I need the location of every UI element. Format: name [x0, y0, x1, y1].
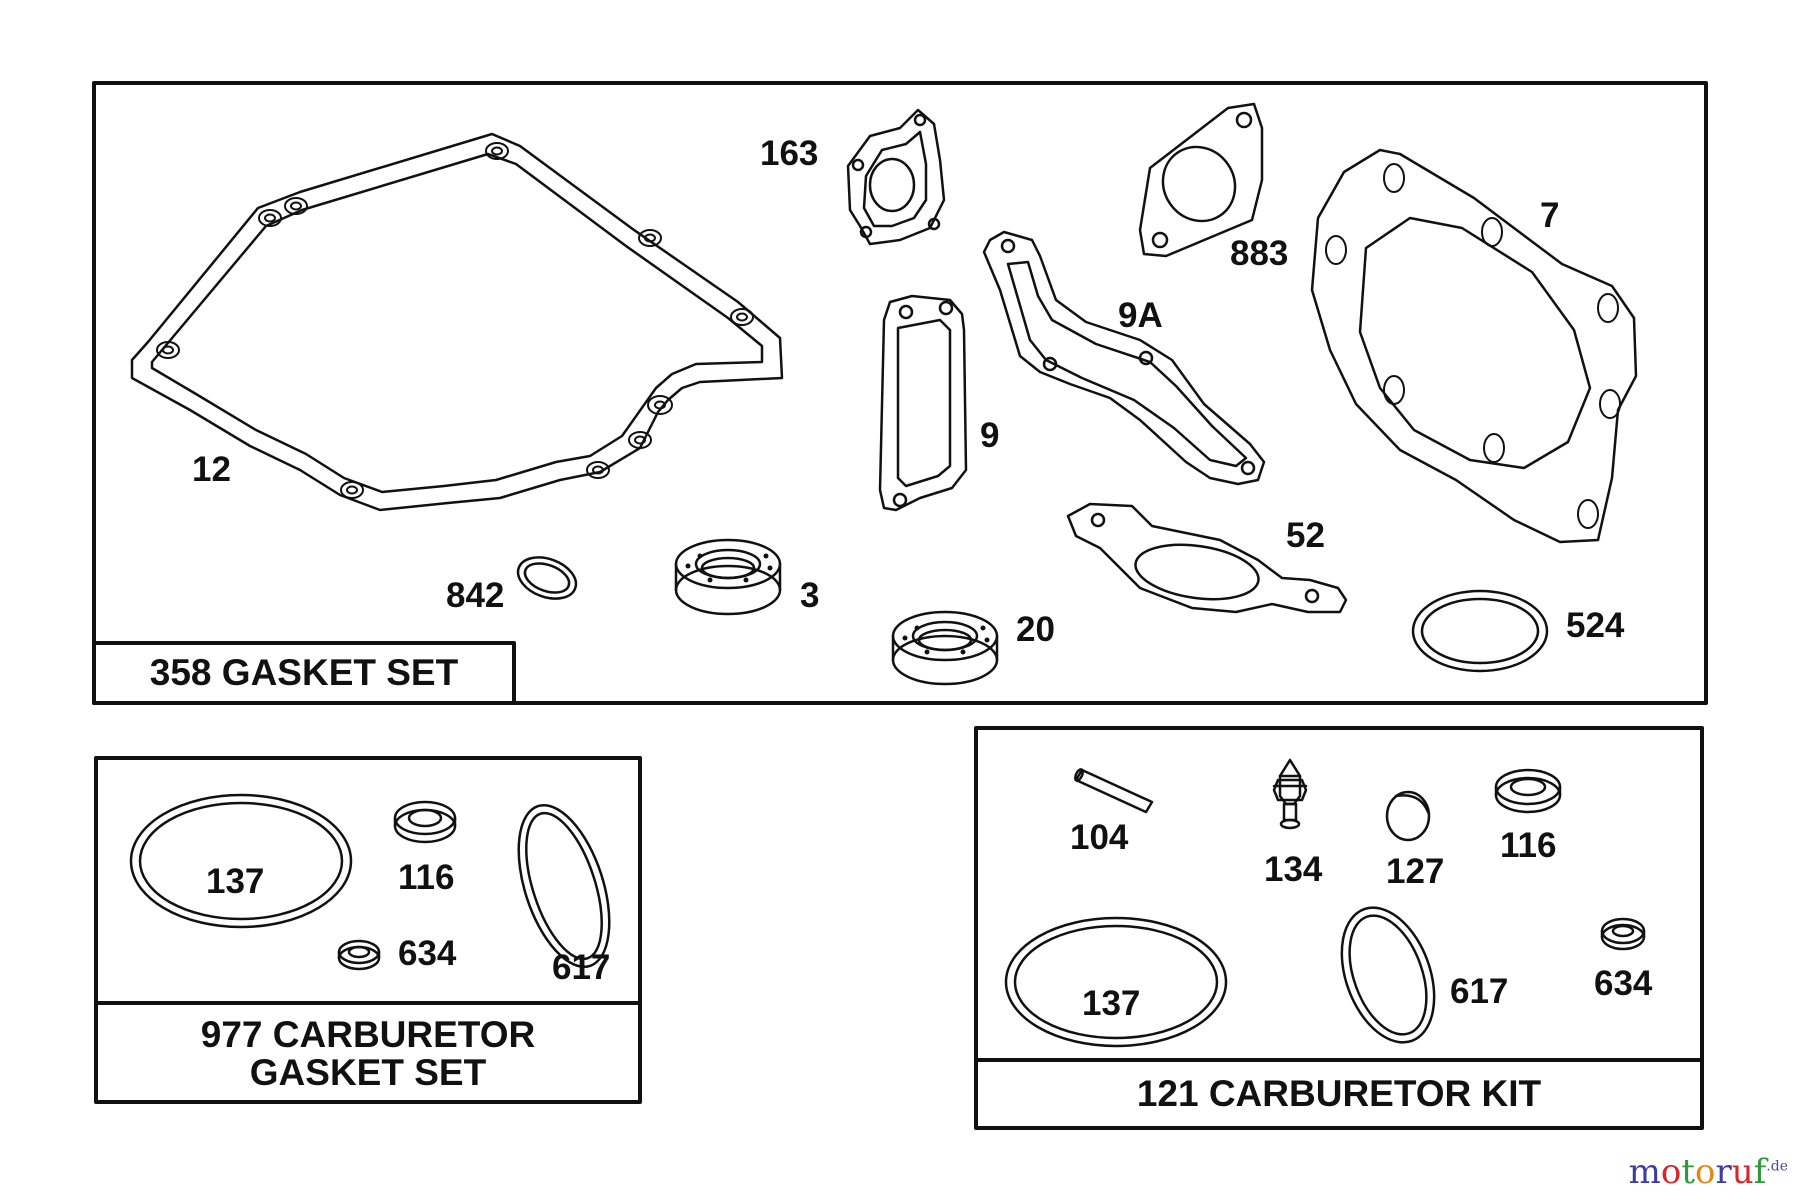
carb-gasket-set-panel-frame: [94, 756, 642, 1104]
label-carb-kit-part-104: 104: [1070, 818, 1129, 857]
carb-kit-part-617-ring: [1340, 906, 1436, 1044]
carb-kit-part-134-needle: [1272, 758, 1308, 830]
carb-kit-part-137-ring: [1004, 916, 1228, 1048]
label-carb-kit-part-617: 617: [1450, 972, 1509, 1011]
watermark-letter: o: [1695, 1152, 1716, 1192]
carb-gasket-set-part-617-ring: [517, 803, 611, 969]
part-163-gasket: [846, 108, 946, 246]
watermark-letter: o: [1660, 1152, 1682, 1192]
label-part-9a: 9A: [1118, 296, 1163, 335]
label-part-20: 20: [1016, 610, 1055, 649]
carb-gasket-set-title-line2: GASKET SET: [249, 1052, 487, 1093]
watermark-letter: f: [1753, 1152, 1767, 1192]
carb-gasket-set-part-137-ring: [129, 793, 353, 929]
part-52-gasket: [1066, 502, 1348, 614]
watermark-suffix: .de: [1766, 1158, 1788, 1175]
watermark-letter: r: [1715, 1152, 1732, 1192]
part-883-gasket: [1138, 102, 1264, 258]
label-carb-kit-part-137: 137: [1082, 984, 1141, 1023]
carb-kit-part-104-pin: [1074, 768, 1154, 814]
part-3-oil-seal: [674, 538, 782, 616]
carb-kit-part-116-washer: [1494, 768, 1562, 814]
carb-kit-panel-frame: [974, 726, 1704, 1130]
watermark-letter: u: [1731, 1152, 1754, 1192]
label-carb-gasket-set-part-137: 137: [206, 862, 265, 901]
part-9-gasket: [878, 294, 968, 512]
label-carb-kit-part-634: 634: [1594, 964, 1653, 1003]
part-7-head-gasket: [1310, 148, 1638, 544]
gasket-set-title: 358 GASKET SET: [149, 652, 459, 693]
label-carb-kit-part-116: 116: [1500, 826, 1557, 865]
label-carb-kit-part-134: 134: [1264, 850, 1323, 889]
carb-gasket-set-part-116-washer: [393, 800, 457, 844]
label-part-12: 12: [192, 450, 231, 489]
label-part-842: 842: [446, 576, 505, 615]
label-part-7: 7: [1540, 196, 1560, 235]
label-carb-kit-part-127: 127: [1386, 852, 1445, 891]
part-20-oil-seal: [891, 610, 999, 686]
gasket-set-title-box: [92, 641, 516, 705]
label-part-52: 52: [1286, 516, 1325, 555]
label-part-9: 9: [980, 416, 1000, 455]
watermark-logo: motoruf.de: [1629, 1152, 1788, 1192]
part-12-crankcase-gasket: [130, 132, 784, 512]
carb-gasket-set-part-634-washer: [337, 939, 381, 971]
part-842-o-ring: [516, 556, 578, 600]
part-9a-gasket: [982, 230, 1266, 486]
label-carb-gasket-set-part-116: 116: [398, 858, 455, 897]
watermark-text: motoruf: [1629, 1152, 1767, 1192]
gasket-set-panel-frame: [92, 81, 1708, 705]
watermark-letter: t: [1681, 1152, 1696, 1192]
label-part-883: 883: [1230, 234, 1289, 273]
carb-kit-part-127-plug: [1385, 790, 1431, 842]
label-carb-gasket-set-part-634: 634: [398, 934, 457, 973]
label-part-524: 524: [1566, 606, 1625, 645]
carb-kit-title: 121 CARBURETOR KIT: [1136, 1073, 1542, 1114]
part-524-ring: [1411, 589, 1549, 673]
carb-gasket-set-title-line1: 977 CARBURETOR: [200, 1014, 536, 1055]
label-part-3: 3: [800, 576, 820, 615]
label-part-163: 163: [760, 134, 819, 173]
label-carb-gasket-set-part-617: 617: [552, 948, 611, 987]
carb-kit-part-634-washer: [1600, 917, 1646, 951]
watermark-letter: m: [1628, 1152, 1661, 1192]
